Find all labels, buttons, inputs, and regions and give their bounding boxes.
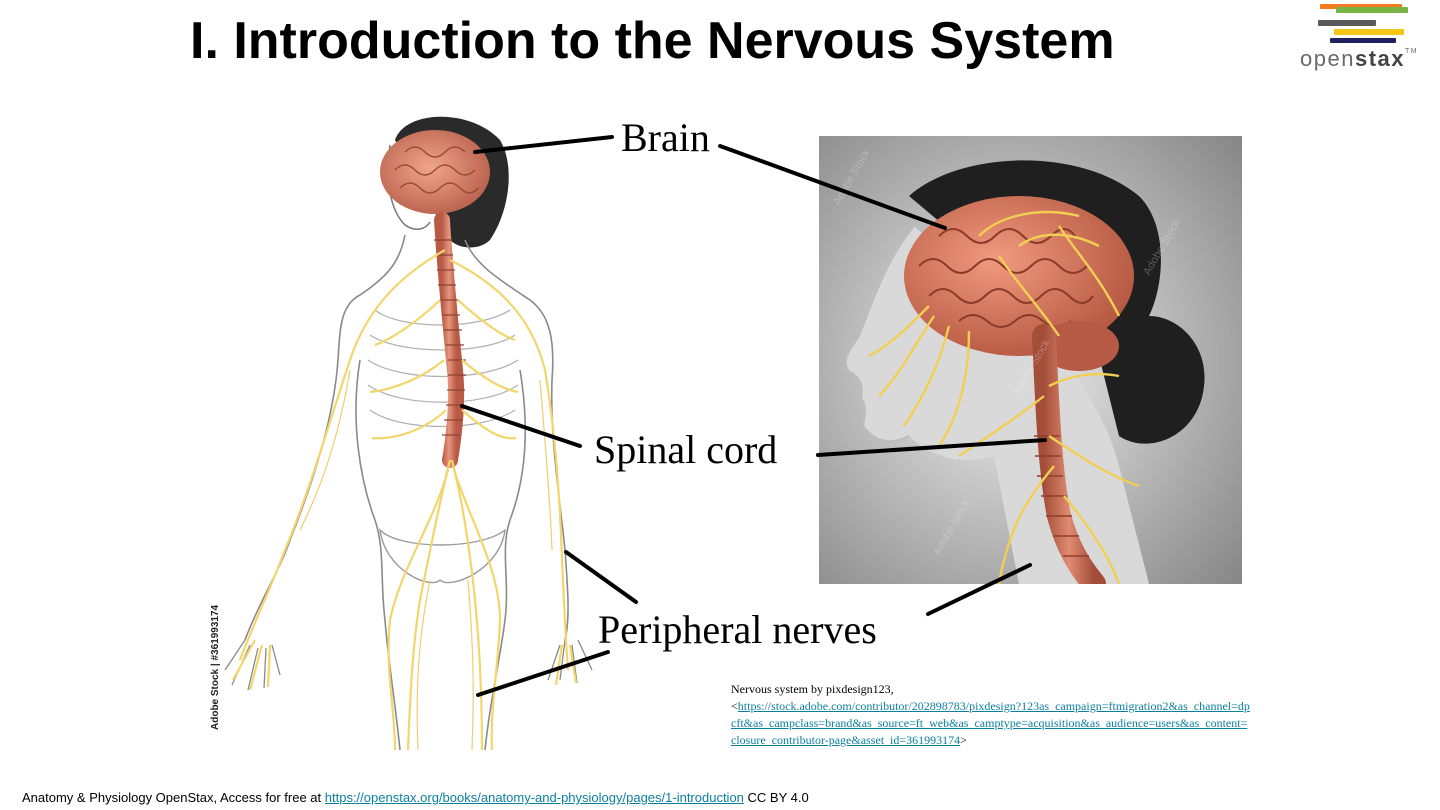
head-nervous-system-illustration: Adobe Stock Adobe Stock Adobe Stock Adob… [819, 136, 1242, 584]
openstax-wordmark: openstaxTM [1300, 46, 1419, 71]
adobe-stock-watermark: Adobe Stock | #361993174 [210, 604, 221, 730]
footer-link[interactable]: https://openstax.org/books/anatomy-and-p… [324, 790, 744, 805]
label-peripheral-nerves: Peripheral nerves [598, 607, 877, 652]
footer-license: CC BY 4.0 [743, 790, 809, 805]
image-credit-link[interactable]: https://stock.adobe.com/contributor/2028… [731, 699, 1250, 747]
image-credit: Nervous system by pixdesign123, <https:/… [731, 682, 1250, 747]
slide-title: I. Introduction to the Nervous System [190, 12, 1115, 70]
footer-prefix: Anatomy & Physiology OpenStax, Access fo… [22, 790, 325, 805]
image-credit-prefix: Nervous system by pixdesign123, [731, 682, 894, 696]
label-brain: Brain [621, 115, 710, 160]
footer-attribution: Anatomy & Physiology OpenStax, Access fo… [22, 790, 809, 806]
openstax-logo [1318, 4, 1408, 43]
body-nervous-system-illustration [224, 116, 593, 750]
label-spinal-cord: Spinal cord [594, 427, 778, 472]
